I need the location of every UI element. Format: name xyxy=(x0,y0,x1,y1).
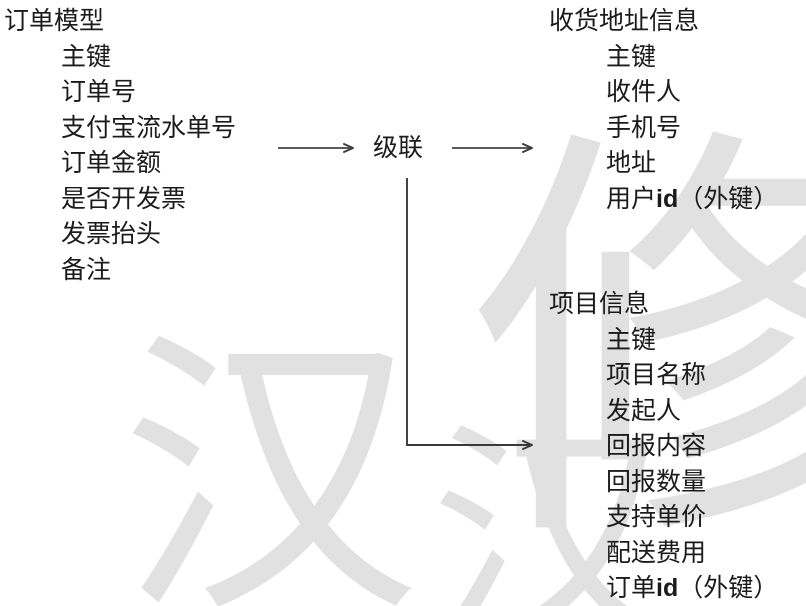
field-item: 回报数量 xyxy=(606,467,707,496)
entity-block-order: 订单模型 主键 订单号 支付宝流水单号 订单金额 是否开发票 发票抬头 备注 xyxy=(4,4,236,288)
field-item: 配送费用 xyxy=(606,538,707,567)
watermark-glyph-2: 汉 xyxy=(120,305,420,606)
entity-title-address: 收货地址信息 xyxy=(549,7,700,35)
field-item: 是否开发票 xyxy=(61,184,187,213)
field-item: 回报内容 xyxy=(606,432,707,460)
fk-prefix-label: 订单 xyxy=(606,574,657,602)
field-list-project: 主键 项目名称 发起人 回报内容 回报数量 支持单价 配送费用 订单id（外键） xyxy=(549,323,778,606)
field-item: 地址 xyxy=(606,149,657,177)
field-item: 支持单价 xyxy=(606,503,707,531)
fk-prefix-label: 用户 xyxy=(606,184,657,213)
entity-block-project: 项目信息 主键 项目名称 发起人 回报内容 回报数量 支持单价 配送费用 订单i… xyxy=(549,287,778,606)
field-item: 发票抬头 xyxy=(61,220,162,248)
field-item: 支付宝流水单号 xyxy=(61,113,237,142)
field-item: 备注 xyxy=(61,255,112,284)
field-item: 收件人 xyxy=(606,78,682,106)
field-item: 主键 xyxy=(61,42,112,71)
field-item-foreign-key: 订单id（外键） xyxy=(549,571,778,606)
fk-suffix-label: （外键） xyxy=(678,574,779,602)
fk-id-label: id xyxy=(656,184,679,213)
entity-block-address: 收货地址信息 主键 收件人 手机号 地址 用户id（外键） xyxy=(549,4,778,217)
field-item: 主键 xyxy=(606,42,657,71)
field-item: 项目名称 xyxy=(606,361,707,389)
field-item: 主键 xyxy=(606,325,657,354)
field-item: 订单号 xyxy=(61,78,137,106)
field-item: 订单金额 xyxy=(61,149,162,177)
fk-suffix-label: （外键） xyxy=(678,184,779,213)
field-list-address: 主键 收件人 手机号 地址 用户id（外键） xyxy=(549,40,778,218)
arrow-cascade-to-project xyxy=(406,178,533,450)
fk-id-label: id xyxy=(656,574,679,602)
cascade-label: 级联 xyxy=(373,134,424,162)
entity-title-order: 订单模型 xyxy=(4,7,105,35)
field-item: 发起人 xyxy=(606,396,682,425)
field-item-foreign-key: 用户id（外键） xyxy=(549,182,778,218)
field-list-order: 主键 订单号 支付宝流水单号 订单金额 是否开发票 发票抬头 备注 xyxy=(4,40,236,289)
entity-title-project: 项目信息 xyxy=(549,290,650,318)
field-item: 手机号 xyxy=(606,113,682,142)
